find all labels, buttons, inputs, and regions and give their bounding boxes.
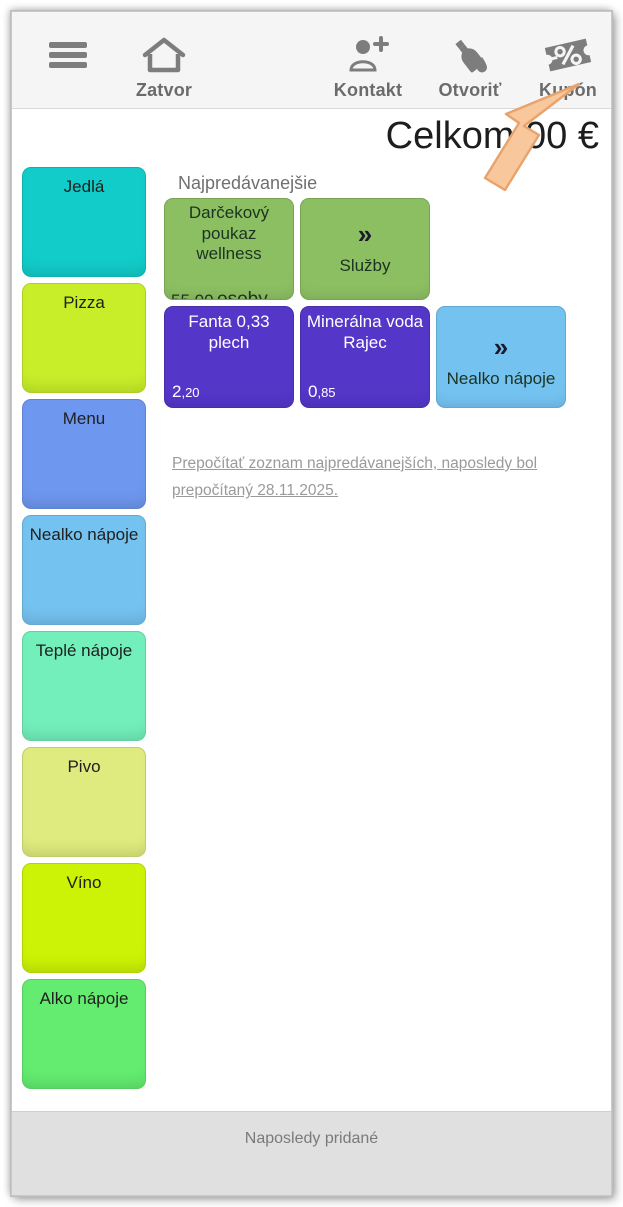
top-toolbar: Zatvor Kontakt [12,12,611,109]
sidebar-item-label: Pivo [67,757,101,776]
product-tile-name: Fanta 0,33 plech [188,312,270,352]
hamburger-menu-icon [49,34,87,76]
price-whole: 2 [172,382,182,401]
product-tile-0-0[interactable]: Darčekový poukaz wellness 55,00osoby [164,198,294,300]
product-tile-price: 55,00 [171,291,214,299]
bottle-drop-icon [449,34,491,76]
price-cents: ,85 [317,385,336,400]
tile-row: Fanta 0,33 plech 2,20 Minerálna voda Rajec… [164,306,611,408]
home-icon [141,34,187,76]
total-amount: Celkom 00 € [385,115,599,157]
price-whole: 0 [308,382,318,401]
nav-tile-0-1[interactable]: » Služby [300,198,430,300]
product-tile-grid: Darčekový poukaz wellness 55,00osoby » Služ… [164,198,611,408]
total-row: Celkom 00 € [12,109,611,167]
nav-tile-label: Služby [339,256,391,276]
open-button-label: Otvoriť [438,80,502,100]
contact-button[interactable]: Kontakt [318,12,418,109]
sidebar-item-2[interactable]: Menu [22,399,146,509]
coupon-button-label: Kupón [539,80,597,100]
sidebar-item-1[interactable]: Pizza [22,283,146,393]
sidebar-item-0[interactable]: Jedlá [22,167,146,277]
coupon-button[interactable]: Kupón [522,12,611,109]
panel-title: Najpredávanejšie [178,173,318,193]
open-button[interactable]: Otvoriť [424,12,516,109]
sidebar-item-label: Teplé nápoje [35,641,133,660]
contact-button-label: Kontakt [333,80,403,100]
product-tile-name: Darčekový poukaz wellness [188,203,270,264]
chevron-right-icon: » [357,219,373,250]
recently-added-label: Naposledy pridané [244,1130,379,1147]
home-button-label: Zatvor [135,80,193,100]
price-cents: ,00 [190,291,214,299]
close-home-button[interactable]: Zatvor [116,12,212,109]
app-window: Zatvor Kontakt [11,11,612,1196]
product-tile-1-1[interactable]: Minerálna voda Rajec 0,85 [300,306,430,408]
coupon-ticket-icon [542,34,594,76]
tile-row: Darčekový poukaz wellness 55,00osoby » Služ… [164,198,611,300]
sidebar-item-label: Alko nápoje [39,989,129,1008]
sidebar-item-label: Jedlá [63,177,105,196]
bottom-bar: Naposledy pridané [12,1111,611,1195]
sidebar-item-5[interactable]: Pivo [22,747,146,857]
product-tile-price: 0,85 [308,382,336,402]
product-tile-1-0[interactable]: Fanta 0,33 plech 2,20 [164,306,294,408]
recalculate-bestsellers-link[interactable]: Prepočítať zoznam najpredávanejších, nap… [172,455,538,500]
product-tile-price: 2,20 [172,382,200,402]
sidebar-item-label: Nealko nápoje [29,525,139,544]
nav-tile-1-2[interactable]: » Nealko nápoje [436,306,566,408]
price-whole: 55 [171,291,190,299]
chevron-right-icon: » [493,332,509,362]
person-add-icon [346,34,390,76]
sidebar-item-3[interactable]: Nealko nápoje [22,515,146,625]
sidebar-item-label: Menu [62,409,106,428]
product-tile-extra: osoby [217,289,268,300]
price-cents: ,20 [181,385,200,400]
sidebar-item-4[interactable]: Teplé nápoje [22,631,146,741]
sidebar-item-7[interactable]: Alko nápoje [22,979,146,1089]
hamburger-menu-button[interactable] [30,12,106,109]
nav-tile-label: Nealko nápoje [446,369,556,388]
sidebar-item-label: Víno [66,873,102,892]
product-panel: Najpredávanejšie Darčekový poukaz wellne… [164,167,611,1111]
product-tile-name: Minerálna voda Rajec [306,312,424,352]
sidebar-item-6[interactable]: Víno [22,863,146,973]
sidebar-item-label: Pizza [63,293,105,312]
